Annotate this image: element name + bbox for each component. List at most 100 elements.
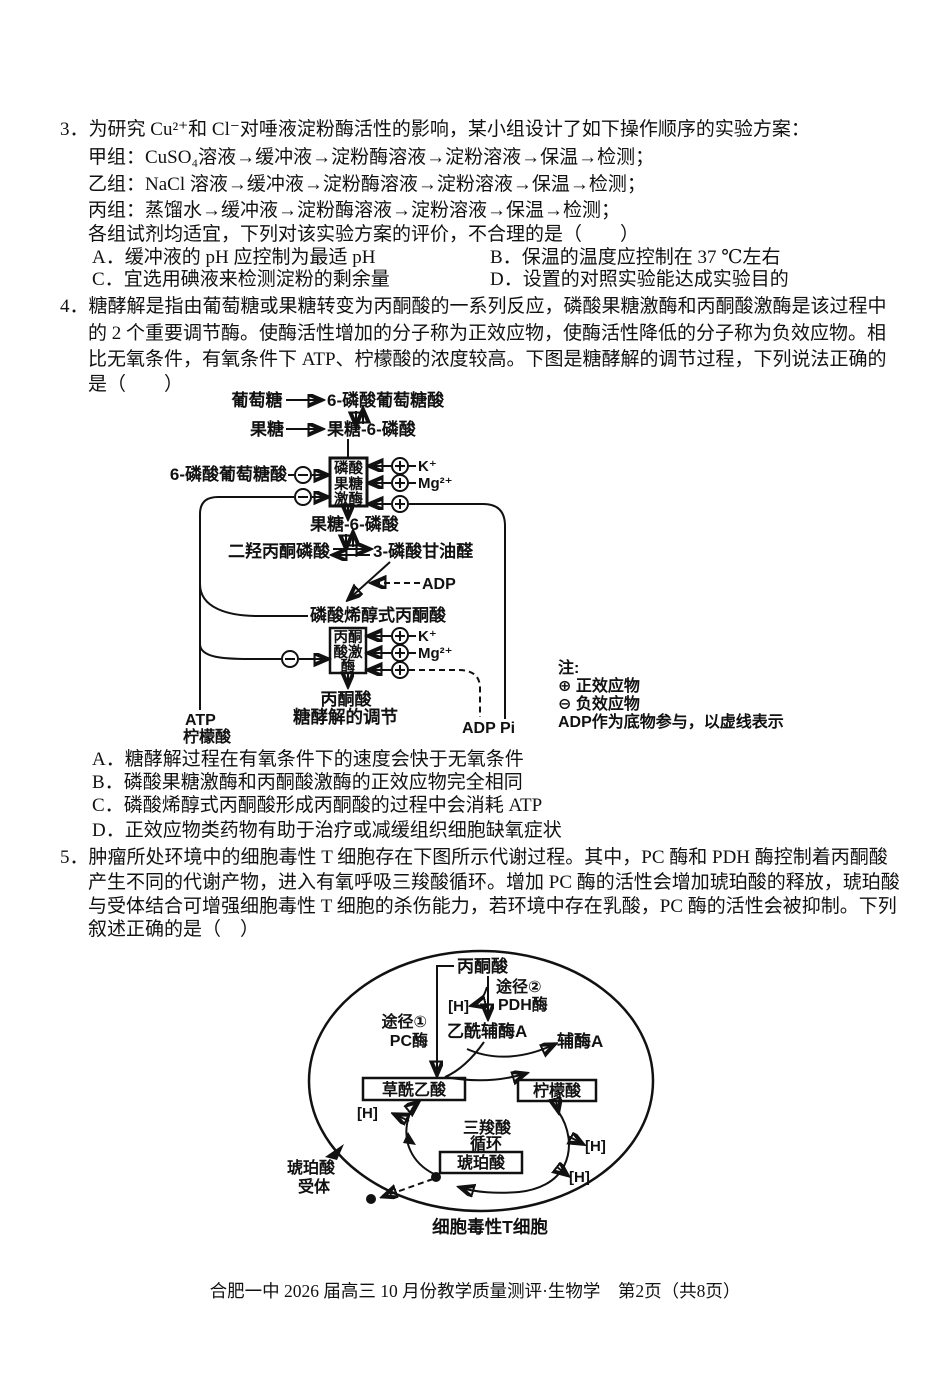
- q3-option-a-label: A．: [92, 247, 125, 268]
- note-title: 注:: [558, 658, 579, 677]
- q4-number: 4．: [60, 296, 89, 317]
- coa-label: 辅酶A: [557, 1031, 603, 1051]
- f6p-upper-label: 果糖-6-磷酸: [327, 419, 417, 439]
- pfk-negative-effector-1: [288, 466, 326, 484]
- succinate-export-arrow: [385, 1178, 434, 1196]
- atp-label: ATP: [185, 712, 216, 729]
- citrate-label: 柠檬酸: [533, 1081, 582, 1100]
- diagram-caption: 糖酵解的调节: [293, 707, 398, 727]
- q4-stem-line3: 比无氧条件，有氧条件下 ATP、柠檬酸的浓度较高。下图是糖酵解的调节过程，下列说…: [88, 349, 887, 370]
- pk-positive-kplus: [370, 628, 416, 645]
- q4-option-c: C．磷酸烯醇式丙酮酸形成丙酮酸的过程中会消耗 ATP: [92, 795, 542, 817]
- fructose-label: 果糖: [250, 419, 284, 439]
- q3-stem: 为研究 Cu²⁺和 Cl⁻对唾液淀粉酶活性的影响，某小组设计了如下操作顺序的实验…: [88, 119, 810, 140]
- note-adp: ADP作为底物参与，以虚线表示: [558, 712, 784, 731]
- h-branch-left: [396, 1115, 409, 1121]
- g6p-f6p-double-arrow: [356, 411, 363, 424]
- tcell-metabolism-diagram: 丙酮酸 途径② PDH酶 [H] 乙酰辅酶A 途径① PC酶 辅酶A 草酰乙酸 …: [287, 949, 655, 1237]
- receptor-membrane-arrow: [325, 1144, 344, 1160]
- q3-option-b: B．保温的温度应控制在 37 ℃左右: [490, 247, 780, 269]
- pi-feedback-line: [409, 503, 506, 719]
- dhap-label: 二羟丙酮磷酸: [228, 541, 331, 561]
- q3-option-b-label: B．: [490, 247, 522, 268]
- q4-option-c-label: C．: [92, 795, 124, 816]
- pdh-h-branch: [474, 986, 488, 1005]
- pep-feedback-branch: [199, 583, 308, 617]
- oaa-label: 草酰乙酸: [382, 1080, 447, 1099]
- kplus-label: K⁺: [418, 458, 437, 475]
- f6p-dhap-double-arrow: [346, 534, 353, 547]
- glycolysis-diagram: 葡萄糖 6-磷酸葡萄糖酸 果糖 果糖-6-磷酸 磷酸 果糖 激酶 6-磷酸葡萄糖…: [170, 390, 784, 746]
- h-label-left: [H]: [357, 1105, 378, 1122]
- g6p-left-label: 6-磷酸葡萄糖酸: [170, 464, 288, 484]
- pep-label: 磷酸烯醇式丙酮酸: [310, 605, 447, 625]
- g3p-label: 3-磷酸甘油醛: [373, 541, 474, 561]
- q3-option-d: D．设置的对照实验能达成实验目的: [490, 269, 789, 291]
- q3-option-b-text: 保温的温度应控制在 37 ℃左右: [521, 247, 781, 268]
- q4-option-b-text: 磷酸果糖激酶和丙酮酸激酶的正效应物完全相同: [123, 772, 523, 793]
- minus-icon: [294, 466, 312, 484]
- tca-label-2: 循环: [470, 1134, 502, 1153]
- q3-group-a: 甲组：CuSO₄溶液→缓冲液→淀粉酶溶液→淀粉溶液→保温→检测；: [88, 147, 655, 168]
- q3-stem-line: 3．为研究 Cu²⁺和 Cl⁻对唾液淀粉酶活性的影响，某小组设计了如下操作顺序的…: [60, 119, 810, 141]
- q3-option-d-text: 设置的对照实验能达成实验目的: [522, 269, 789, 290]
- q3-group-c: 丙组：蒸馏水→缓冲液→淀粉酶溶液→淀粉溶液→保温→检测；: [88, 200, 621, 221]
- q4-option-b: B．磷酸果糖激酶和丙酮酸激酶的正效应物完全相同: [92, 772, 523, 794]
- pk-negative-effector: [281, 650, 326, 668]
- receptor-label-1: 琥珀酸: [287, 1158, 336, 1177]
- h-branch-right-2: [557, 1167, 566, 1174]
- pk-positive-mg: [370, 645, 416, 662]
- pfk-positive-mg: [371, 474, 416, 492]
- q4-stem-line4: 是（ ）: [88, 374, 184, 395]
- succinate-box: [438, 1150, 524, 1175]
- plus-icon: [391, 661, 409, 679]
- tca-label-1: 三羧酸: [463, 1118, 512, 1137]
- receptor-label-2: 受体: [298, 1177, 331, 1196]
- minus-icon: [281, 650, 299, 668]
- cell-membrane: [307, 949, 655, 1213]
- pk-mg-label: Mg²⁺: [418, 645, 453, 662]
- q5-stem: 肿瘤所处环境中的细胞毒性 T 细胞存在下图所示代谢过程。其中，PC 酶和 PDH…: [88, 847, 888, 868]
- adp-mid-label: ADP: [422, 576, 456, 593]
- h-label-top: [H]: [448, 998, 469, 1015]
- q4-option-d-text: 正效应物类药物有助于治疗或减缓组织细胞缺氧症状: [124, 820, 562, 841]
- q4-stem-line2: 的 2 个重要调节酶。使酶活性增加的分子称为正效应物，使酶活性降低的分子称为负效…: [88, 323, 887, 344]
- q5-stem-line1: 5．肿瘤所处环境中的细胞毒性 T 细胞存在下图所示代谢过程。其中，PC 酶和 P…: [60, 847, 888, 869]
- pyruvate-label: 丙酮酸: [321, 689, 373, 709]
- pyruvate-label: 丙酮酸: [457, 956, 509, 976]
- q5-stem-line3: 与受体结合可增强细胞毒性 T 细胞的杀伤能力，若环境中存在乳酸，PC 酶的活性会…: [88, 896, 897, 917]
- dhap-g3p-equilibrium: [333, 549, 370, 555]
- q5-stem-line4: 叙述正确的是（ ）: [88, 919, 260, 940]
- f6p-lower-label: 果糖-6-磷酸: [310, 514, 400, 534]
- q4-option-c-text: 磷酸烯醇式丙酮酸形成丙酮酸的过程中会消耗 ATP: [123, 795, 543, 816]
- pathway1-arrow: [437, 965, 454, 1073]
- q3-option-c-text: 宜选用碘液来检测淀粉的剩余量: [123, 269, 390, 290]
- pi-label: Pi: [500, 720, 515, 737]
- g3p-to-pep-arrow: [350, 561, 391, 598]
- pathway2-label: 途径②: [496, 977, 542, 996]
- q4-stem-line1: 4．糖酵解是指由葡萄糖或果糖转变为丙酮酸的一系列反应，磷酸果糖激酶和丙酮酸激酶是…: [60, 296, 887, 318]
- pk-positive-adp: [370, 661, 481, 717]
- pfk-row3: 激酶: [334, 490, 363, 508]
- pc-label: PC酶: [390, 1031, 428, 1050]
- adp-bottom-label: ADP: [462, 720, 496, 737]
- q4-option-b-label: B．: [92, 772, 124, 793]
- q3-option-d-label: D．: [490, 269, 523, 290]
- page-footer: 合肥一中 2026 届高三 10 月份教学质量测评·生物学 第2页（共8页）: [209, 1281, 741, 1301]
- h-label-right-2: [H]: [569, 1169, 590, 1186]
- glucose-label: 葡萄糖: [231, 390, 283, 410]
- plus-icon: [391, 495, 409, 513]
- q4-option-a-text: 糖酵解过程在有氧条件下的速度会快于无氧条件: [124, 749, 524, 770]
- pfk-negative-effector-2: [294, 488, 326, 506]
- q3-number: 3．: [60, 119, 89, 140]
- to-coa-curve: [466, 1045, 553, 1057]
- acetylcoa-label: 乙酰辅酶A: [447, 1021, 527, 1041]
- plus-icon: [391, 474, 409, 492]
- q3-group-b: 乙组：NaCl 溶液→缓冲液→淀粉酶溶液→淀粉溶液→保温→检测；: [88, 174, 646, 195]
- h-branch-right-1: [568, 1136, 581, 1143]
- succinate-label: 琥珀酸: [457, 1153, 506, 1172]
- q3-option-c: C．宜选用碘液来检测淀粉的剩余量: [92, 269, 390, 291]
- minus-icon: [294, 488, 312, 506]
- q4-option-d-label: D．: [92, 820, 125, 841]
